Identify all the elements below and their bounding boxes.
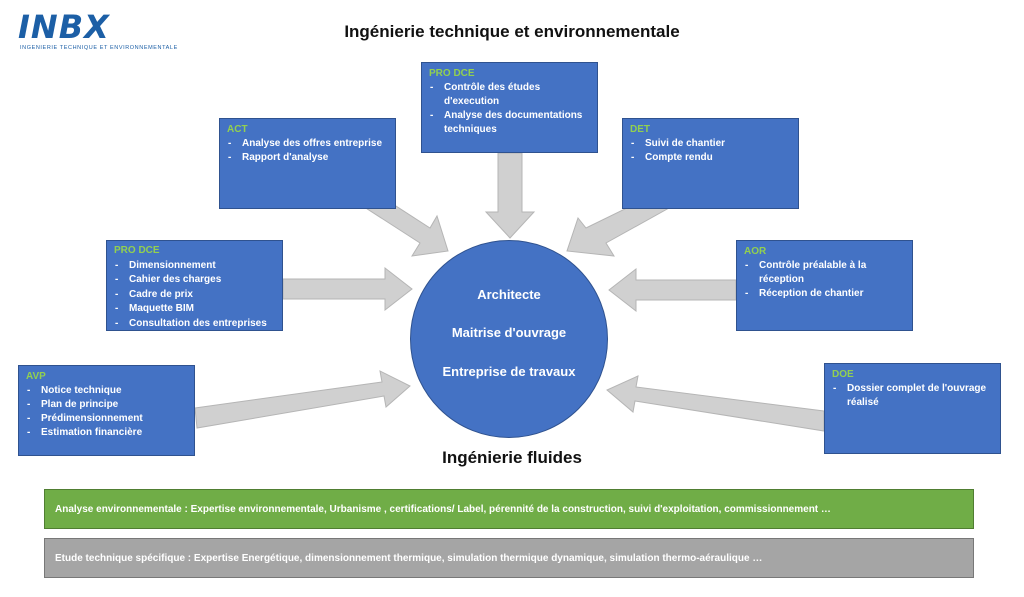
- logo-subtitle: INGENIERIE TECHNIQUE ET ENVIRONNEMENTALE: [20, 45, 178, 51]
- center-architecte: Architecte: [477, 287, 541, 302]
- box-avp-item: Plan de principe: [26, 398, 187, 412]
- box-act-item: Analyse des offres entreprise: [227, 137, 388, 151]
- box-avp-title: AVP: [26, 371, 46, 382]
- box-avp: AVP Notice technique Plan de principe Pr…: [18, 365, 195, 456]
- box-avp-item: Estimation financière: [26, 426, 187, 440]
- center-entreprise-travaux: Entreprise de travaux: [442, 364, 576, 379]
- box-det-title: DET: [630, 124, 650, 135]
- box-avp-item: Prédimensionnement: [26, 412, 187, 426]
- box-aor-title: AOR: [744, 246, 767, 257]
- box-det-item: Compte rendu: [630, 151, 791, 165]
- box-pro-dce-top: PRO DCE Contrôle des études d'execution …: [421, 62, 598, 153]
- box-avp-item: Notice technique: [26, 384, 187, 398]
- box-pro-dce-left-item: Consultation des entreprises: [114, 317, 275, 332]
- center-maitrise-ouvrage: Maitrise d'ouvrage: [451, 325, 567, 340]
- section-subtitle: Ingénierie fluides: [442, 448, 582, 467]
- box-pro-dce-top-item: Contrôle des études d'execution: [429, 81, 590, 109]
- box-act-title: ACT: [227, 124, 248, 135]
- box-det: DET Suivi de chantier Compte rendu: [622, 118, 799, 209]
- logo-text: INBX: [18, 8, 110, 46]
- box-pro-dce-left-item: Cahier des charges: [114, 273, 275, 288]
- box-act-item: Rapport d'analyse: [227, 151, 388, 165]
- box-aor: AOR Contrôle préalable à la réception Ré…: [736, 240, 913, 331]
- box-pro-dce-left: PRO DCE Dimensionnement Cahier des charg…: [106, 240, 283, 331]
- box-det-item: Suivi de chantier: [630, 137, 791, 151]
- box-aor-item: Contrôle préalable à la réception: [744, 259, 905, 287]
- box-pro-dce-top-item: Analyse des documentations techniques: [429, 109, 590, 137]
- box-act: ACT Analyse des offres entreprise Rappor…: [219, 118, 396, 209]
- arrow-aor: [608, 267, 737, 313]
- arrow-top: [484, 152, 536, 239]
- inbx-logo: INBX INGENIERIE TECHNIQUE ET ENVIRONNEME…: [18, 8, 177, 54]
- technical-study-bar: Etude technique spécifique : Expertise E…: [44, 538, 974, 578]
- environment-analysis-bar: Analyse environnementale : Expertise env…: [44, 489, 974, 529]
- box-doe-title: DOE: [832, 369, 854, 380]
- box-pro-dce-left-title: PRO DCE: [114, 245, 160, 256]
- box-pro-dce-left-item: Dimensionnement: [114, 259, 275, 274]
- arrow-avp: [194, 370, 411, 429]
- box-doe-item: Dossier complet de l'ouvrage réalisé: [832, 382, 993, 410]
- box-pro-dce-top-title: PRO DCE: [429, 68, 475, 79]
- arrow-doe: [606, 375, 825, 432]
- page-title: Ingénierie technique et environnementale: [344, 22, 680, 41]
- arrow-pro-dce-left: [282, 266, 413, 312]
- box-doe: DOE Dossier complet de l'ouvrage réalisé: [824, 363, 1001, 454]
- box-pro-dce-left-item: Maquette BIM: [114, 302, 275, 317]
- box-pro-dce-left-item: Cadre de prix: [114, 288, 275, 303]
- center-circle: Architecte Maitrise d'ouvrage Entreprise…: [410, 240, 608, 438]
- box-aor-item: Réception de chantier: [744, 287, 905, 301]
